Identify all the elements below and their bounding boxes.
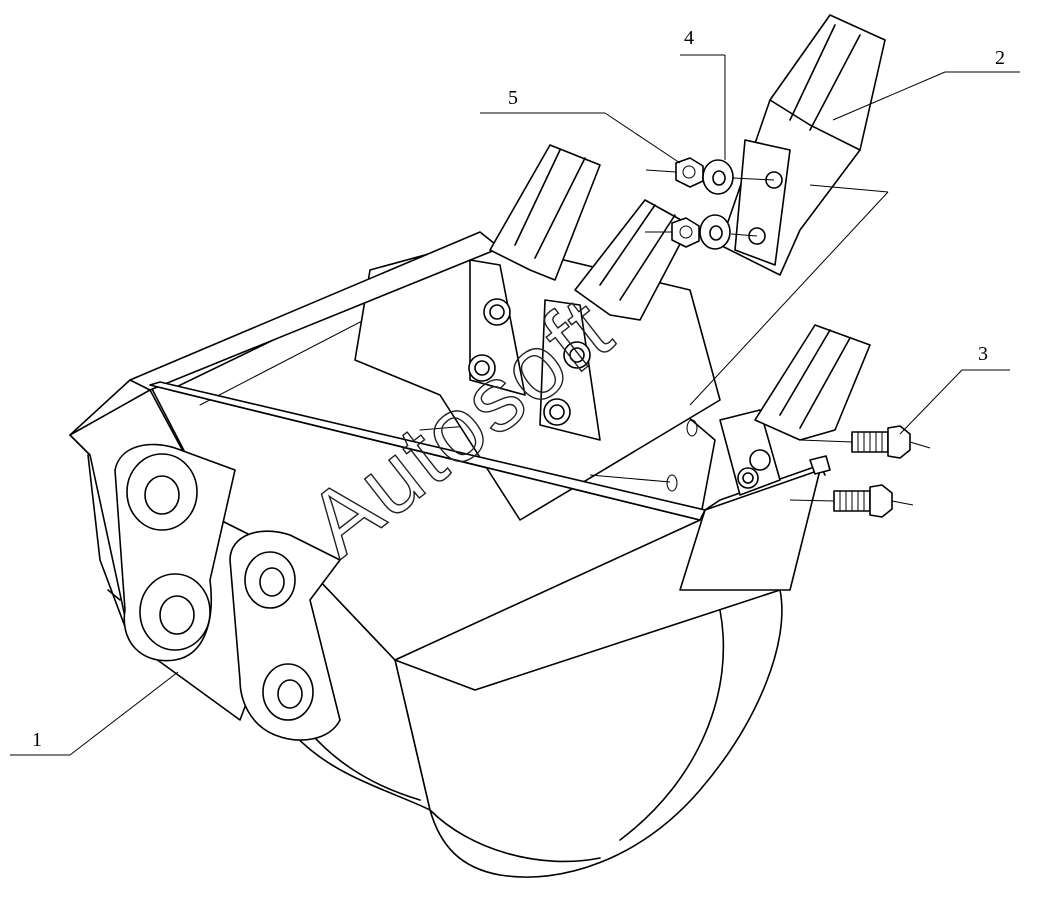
callout-5-label: 5	[508, 87, 518, 109]
tooth-3	[754, 324, 871, 441]
hinge-lugs	[114, 443, 341, 741]
tooth-1	[489, 144, 601, 281]
exploded-parts	[671, 14, 911, 518]
callout-3: 3	[899, 343, 1010, 435]
callout-3-label: 3	[978, 343, 988, 365]
tooth-2	[574, 199, 691, 321]
nut-upper	[675, 157, 704, 188]
callout-1-label: 1	[32, 729, 42, 751]
assembly-centerlines	[589, 169, 931, 506]
tooth-adapter-3	[719, 409, 781, 496]
callout-1: 1	[10, 671, 179, 756]
callout-2: 2	[832, 47, 1020, 121]
callout-2-label: 2	[995, 47, 1005, 69]
bolt-upper	[851, 425, 911, 459]
nut-lower	[671, 217, 700, 248]
callout-4-label: 4	[684, 27, 694, 49]
bolt-lower	[833, 484, 893, 518]
callout-5: 5	[480, 87, 681, 164]
teeth-installed	[468, 144, 871, 496]
callout-4: 4	[680, 27, 726, 160]
